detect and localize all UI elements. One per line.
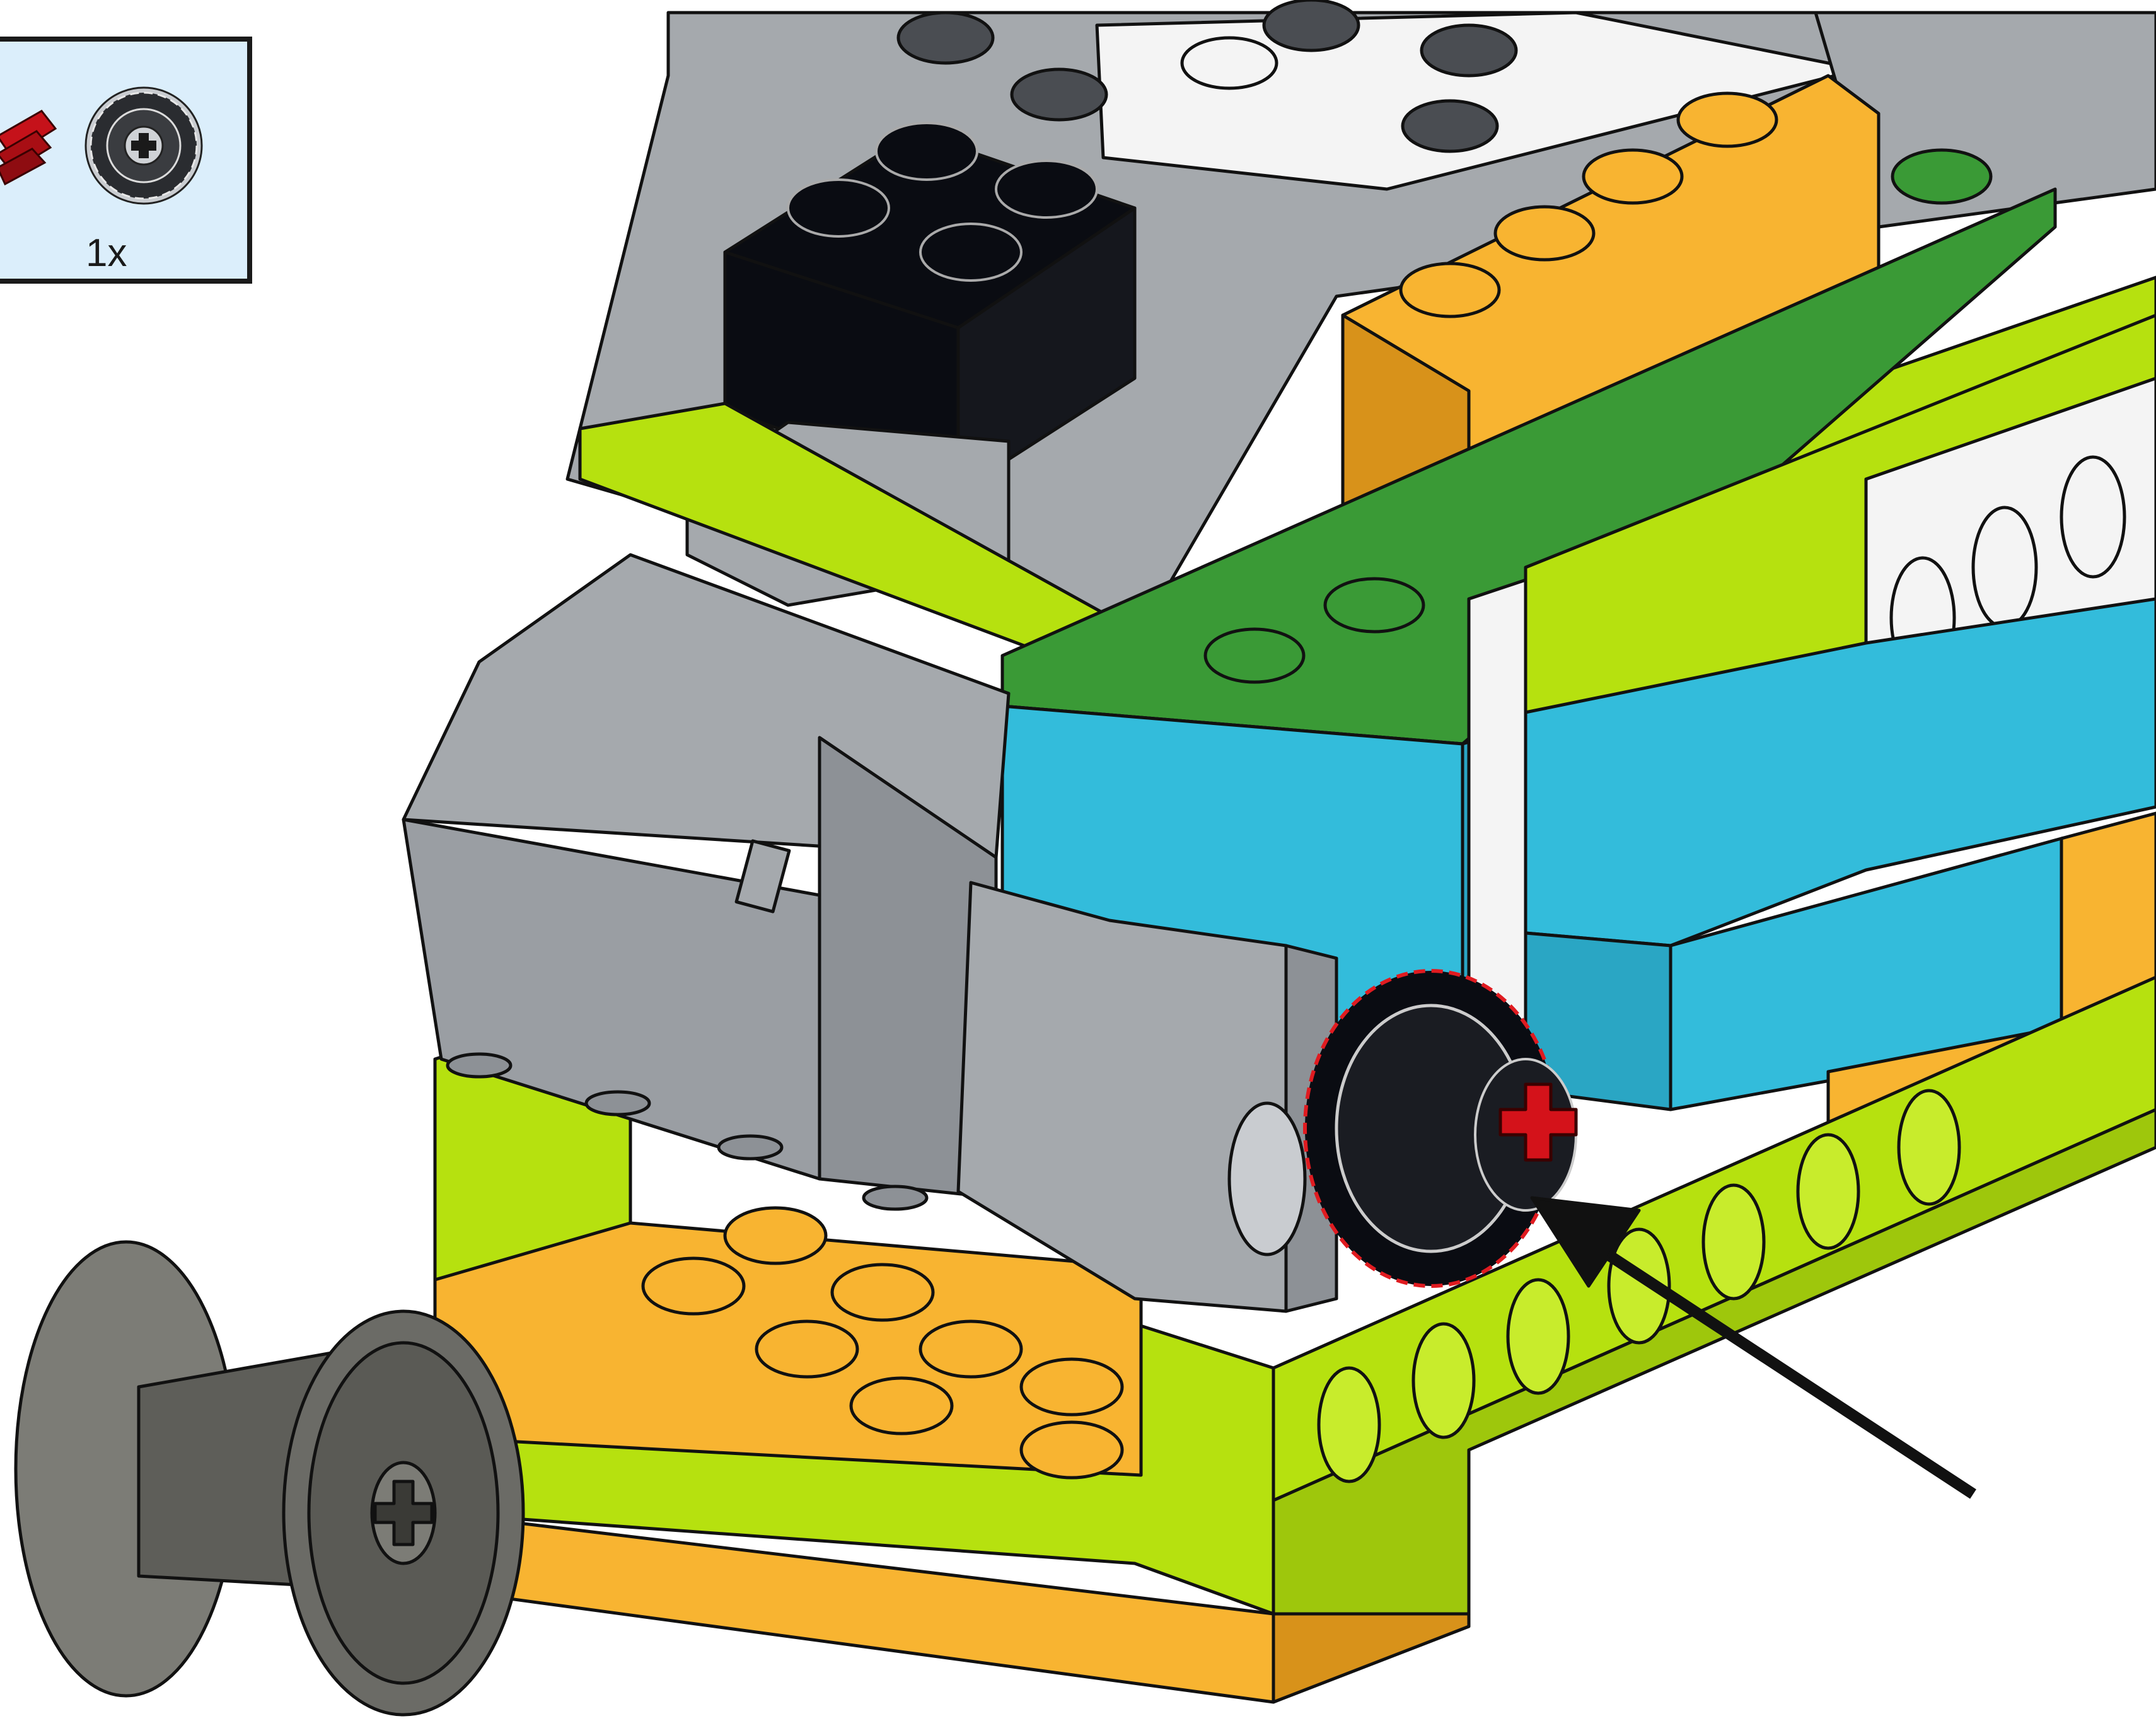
parts-callout-art [0, 86, 203, 205]
parts-callout: 1x [0, 37, 252, 284]
lime-plate-upper [578, 275, 2156, 689]
quantity-label: 1x [86, 231, 127, 275]
red-axle-icon [0, 110, 57, 186]
top-white-slope [1095, 11, 1862, 191]
gear-icon [84, 86, 203, 205]
motor-output-housing [956, 881, 1288, 1313]
red-axle-new-part [1498, 1082, 1578, 1162]
placement-arrow [1530, 1196, 1976, 1499]
wheel-part [14, 1240, 525, 1717]
